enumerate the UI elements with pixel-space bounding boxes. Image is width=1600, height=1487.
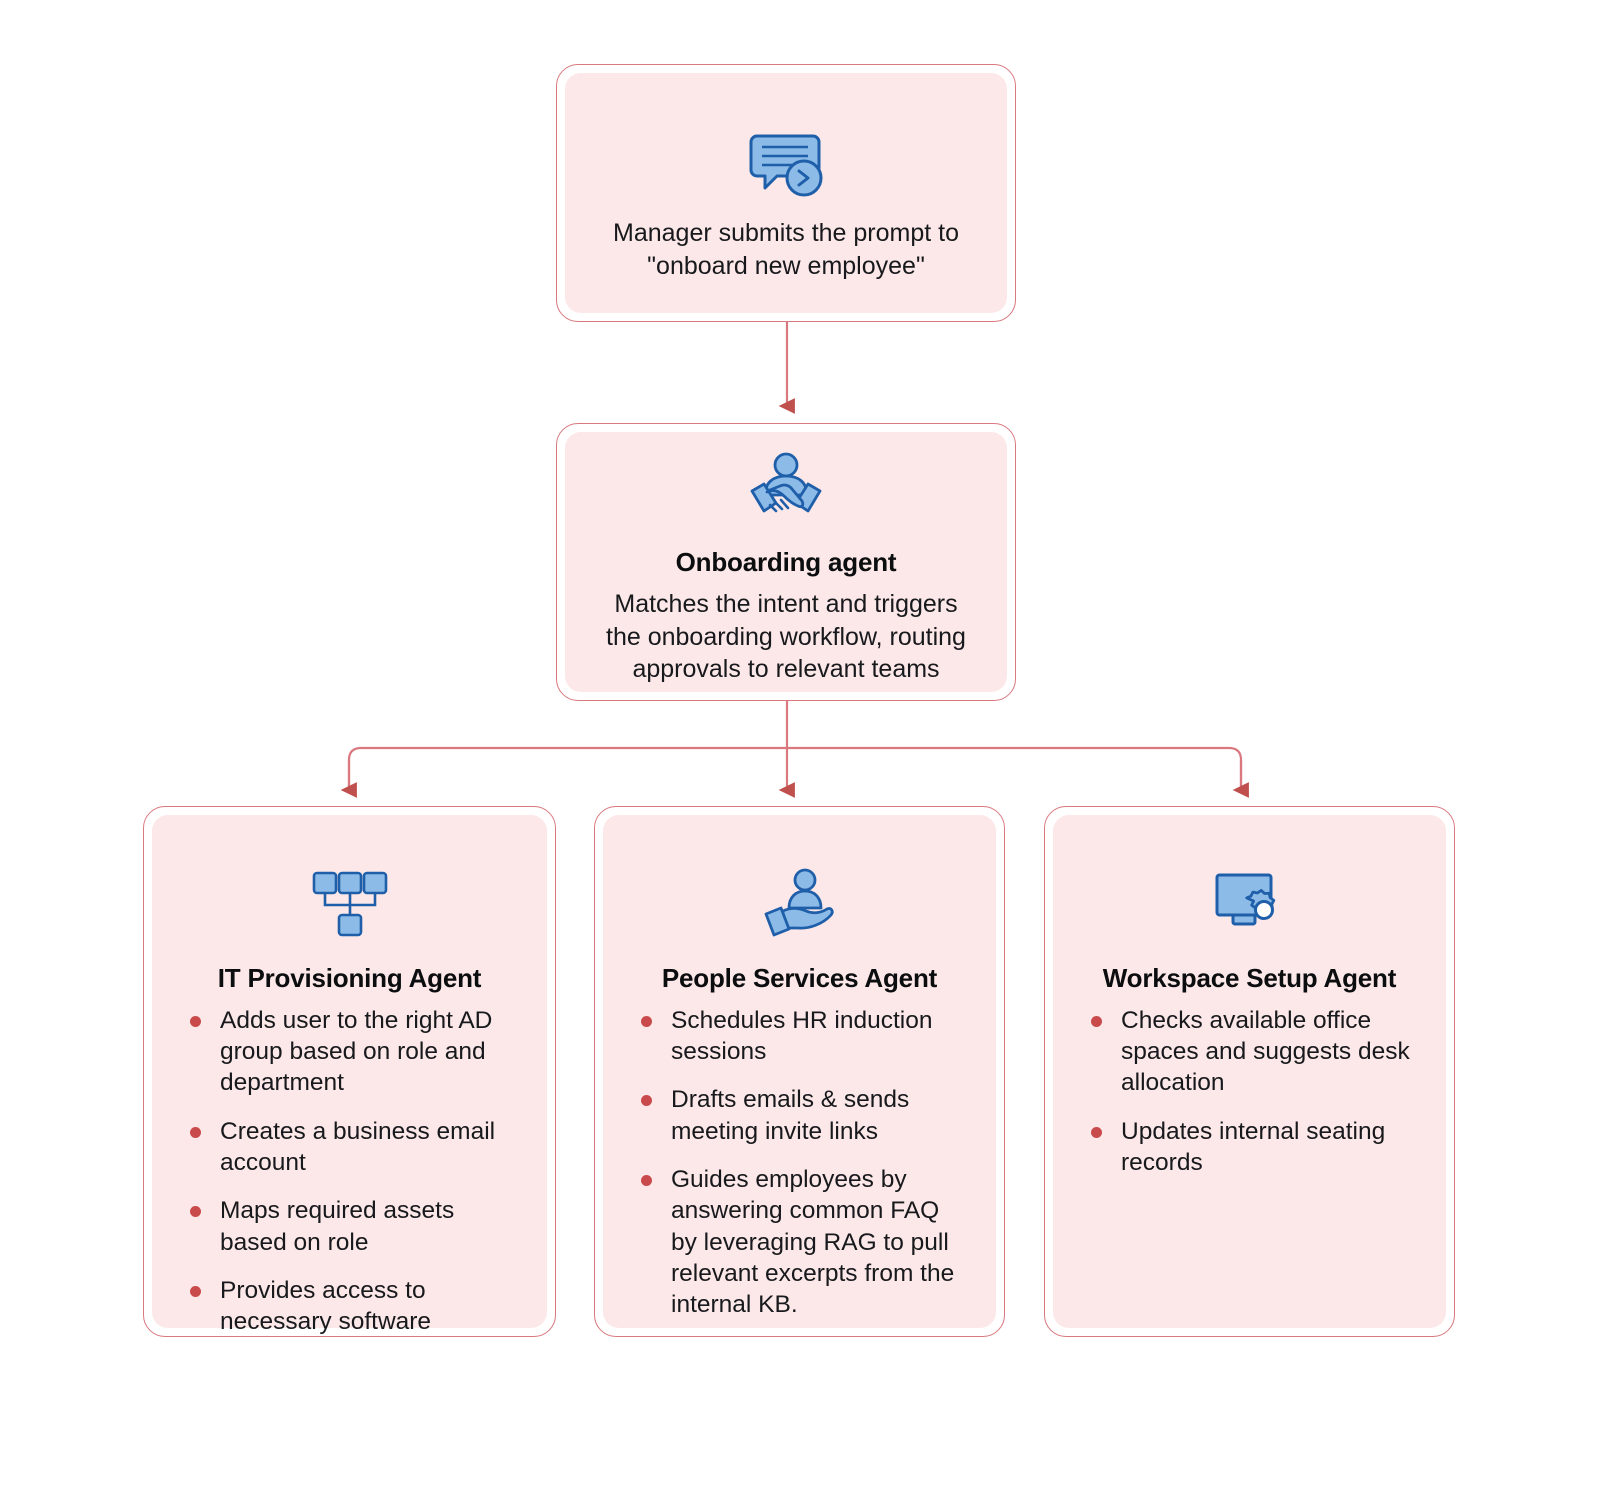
list-item: Creates a business email account	[186, 1116, 513, 1179]
node-prompt-text-line1: Manager submits the prompt to	[613, 219, 959, 247]
list-item-text: Updates internal seating records	[1121, 1117, 1386, 1176]
list-item: Guides employees by answering common FAQ…	[637, 1164, 962, 1321]
list-item-text: Schedules HR induction sessions	[671, 1006, 933, 1065]
list-item: Updates internal seating records	[1087, 1116, 1412, 1179]
person-in-hand-icon	[761, 867, 839, 946]
list-item: Provides access to necessary software	[186, 1275, 513, 1338]
list-item-text: Creates a business email account	[220, 1117, 496, 1176]
node-workspace-bullet-list: Checks available office spaces and sugge…	[1087, 1005, 1412, 1179]
bullet-dot-icon	[641, 1095, 652, 1107]
node-card-people-services[interactable]: People Services Agent Schedules HR induc…	[594, 806, 1005, 1337]
list-item-text: Drafts emails & sends meeting invite lin…	[671, 1086, 910, 1145]
node-workspace-title: Workspace Setup Agent	[1102, 963, 1397, 993]
list-item-text: Adds user to the right AD group based on…	[220, 1006, 493, 1097]
chat-prompt-icon	[747, 130, 825, 207]
node-card-prompt[interactable]: Manager submits the prompt to "onboard n…	[556, 64, 1016, 322]
list-item-text: Guides employees by answering common FAQ…	[671, 1165, 955, 1319]
list-item: Drafts emails & sends meeting invite lin…	[637, 1084, 962, 1147]
list-item-text: Provides access to necessary software	[220, 1277, 432, 1336]
node-people-bullet-list: Schedules HR induction sessions Drafts e…	[637, 1005, 962, 1321]
list-item-text: Checks available office spaces and sugge…	[1121, 1006, 1410, 1097]
node-people-title: People Services Agent	[661, 963, 938, 993]
node-card-onboarding[interactable]: Onboarding agent Matches the intent and …	[556, 423, 1016, 701]
list-item: Adds user to the right AD group based on…	[186, 1005, 513, 1099]
org-hierarchy-icon	[309, 867, 391, 946]
node-onboarding-title: Onboarding agent	[675, 546, 897, 577]
bullet-dot-icon	[190, 1126, 201, 1138]
bullet-dot-icon	[190, 1206, 201, 1218]
node-card-it-provisioning[interactable]: IT Provisioning Agent Adds user to the r…	[143, 806, 556, 1337]
list-item: Schedules HR induction sessions	[637, 1005, 962, 1068]
node-it-title: IT Provisioning Agent	[217, 963, 482, 993]
list-item-text: Maps required assets based on role	[220, 1197, 455, 1256]
bullet-dot-icon	[1091, 1126, 1102, 1138]
list-item: Maps required assets based on role	[186, 1195, 513, 1258]
monitor-gear-icon	[1209, 867, 1291, 946]
node-card-workspace-setup[interactable]: Workspace Setup Agent Checks available o…	[1044, 806, 1455, 1337]
node-prompt-text: Manager submits the prompt to "onboard n…	[613, 217, 959, 282]
bullet-dot-icon	[641, 1015, 652, 1027]
node-it-bullet-list: Adds user to the right AD group based on…	[186, 1005, 513, 1338]
bullet-dot-icon	[190, 1286, 201, 1298]
bullet-dot-icon	[190, 1015, 201, 1027]
handshake-icon	[746, 451, 826, 530]
bullet-dot-icon	[1091, 1015, 1102, 1027]
bullet-dot-icon	[641, 1174, 652, 1186]
node-onboarding-text: Matches the intent and triggers the onbo…	[606, 590, 966, 683]
edge-branch-bus	[347, 746, 1243, 788]
list-item: Checks available office spaces and sugge…	[1087, 1005, 1412, 1099]
node-prompt-text-line2: "onboard new employee"	[647, 251, 925, 280]
